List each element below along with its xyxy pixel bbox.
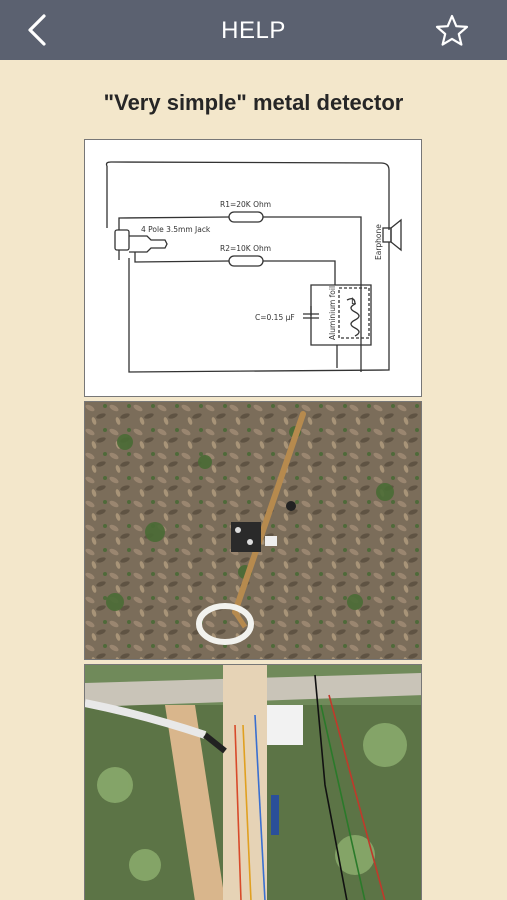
r1-label: R1=20K Ohm	[220, 200, 271, 209]
article-heading: "Very simple" metal detector	[103, 90, 404, 115]
circuit-schematic-figure: R1=20K Ohm R2=10K Ohm 4 Pole 3.5mm Jack …	[84, 139, 422, 397]
chevron-left-icon	[28, 14, 46, 46]
coil-label: Aluminium foil	[328, 286, 337, 340]
favorite-button[interactable]	[432, 12, 472, 50]
coil-mark-label: L	[351, 297, 356, 307]
page-title: HELP	[221, 17, 286, 44]
star-outline-icon	[435, 14, 469, 46]
wiring-closeup-photo	[84, 664, 422, 900]
detector-field-photo	[84, 401, 422, 660]
capacitor-label: C=0.15 µF	[255, 313, 295, 322]
back-button[interactable]	[18, 12, 58, 48]
r2-label: R2=10K Ohm	[220, 244, 271, 253]
top-nav-bar: HELP	[0, 0, 507, 60]
jack-label: 4 Pole 3.5mm Jack	[141, 225, 211, 234]
earphone-label: Earphone	[374, 224, 383, 260]
